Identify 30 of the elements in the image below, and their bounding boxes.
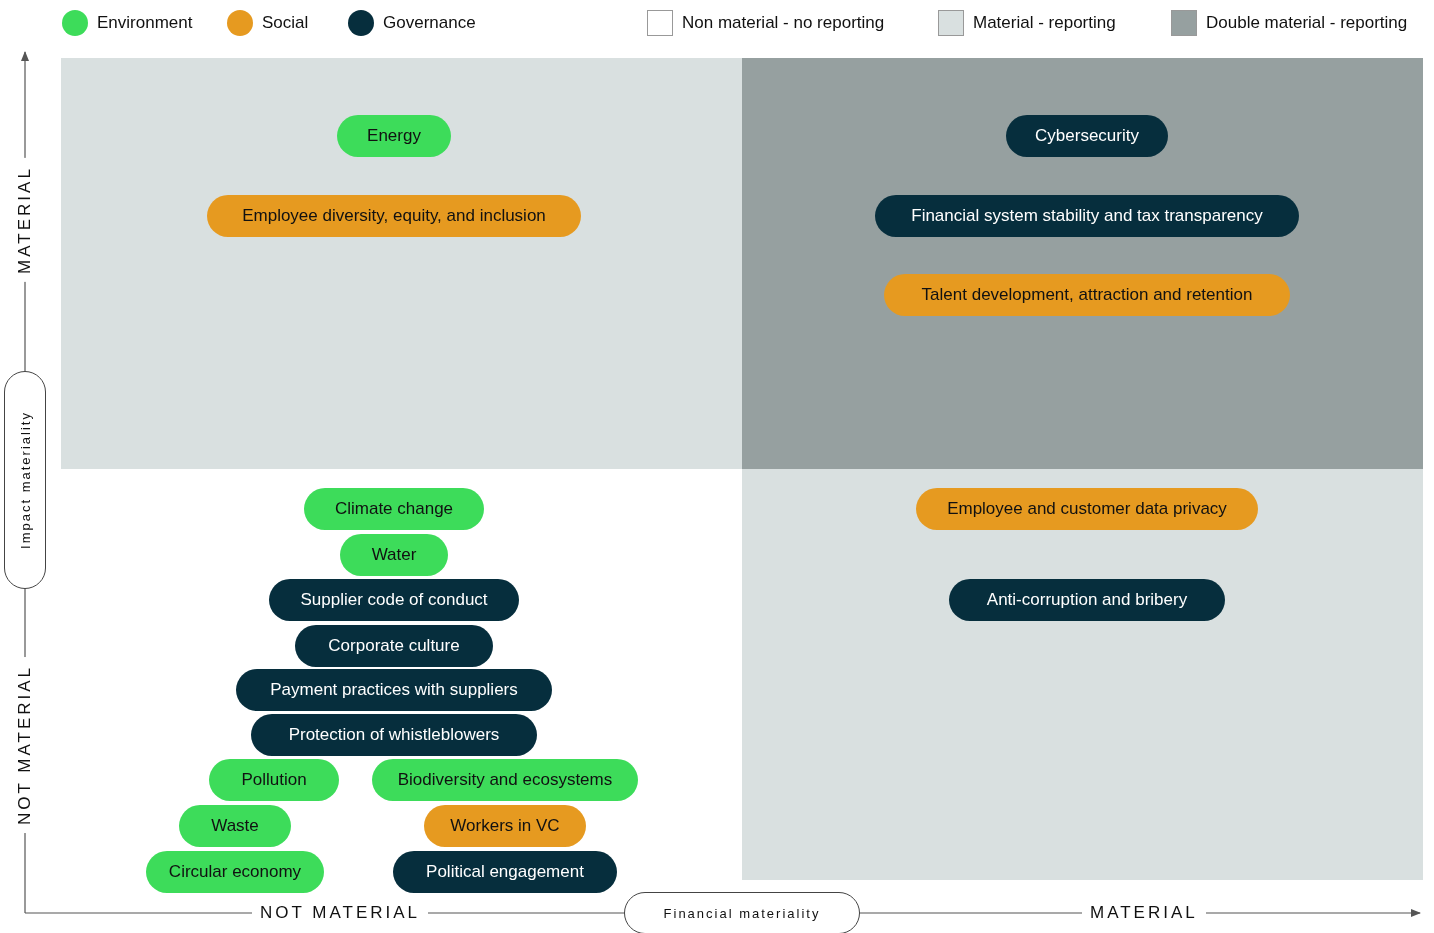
topic-pill: Supplier code of conduct [269,579,519,621]
topic-pill: Corporate culture [295,625,493,667]
topic-pill: Employee diversity, equity, and inclusion [207,195,581,237]
topic-pill: Energy [337,115,451,157]
axis-title: Impact materiality [4,371,46,589]
legend-label: Double material - reporting [1206,13,1408,33]
topic-pill: Payment practices with suppliers [236,669,552,711]
topic-pill: Circular economy [146,851,324,893]
topic-pill: Biodiversity and ecosystems [372,759,638,801]
topic-pill: Protection of whistleblowers [251,714,537,756]
axis-title: Financial materiality [624,892,860,933]
topic-pill: Climate change [304,488,484,530]
legend-label: Governance [383,13,476,33]
legend-label: Environment [97,13,193,33]
topic-pill: Employee and customer data privacy [916,488,1258,530]
quadrant-panel [742,469,1423,880]
legend-label: Material - reporting [973,13,1116,33]
legend-label: Social [262,13,309,33]
topic-pill: Talent development, attraction and retention [884,274,1290,316]
topic-pill: Pollution [209,759,339,801]
topic-pill: Political engagement [393,851,617,893]
quadrant-panel [61,58,742,469]
topic-pill: Financial system stability and tax transparency [875,195,1299,237]
legend-label: Non material - no reporting [682,13,885,33]
quadrant-panel [742,58,1423,469]
topic-pill: Workers in VC [424,805,586,847]
topic-pill: Water [340,534,448,576]
topic-pill: Cybersecurity [1006,115,1168,157]
topic-pill: Waste [179,805,291,847]
topic-pill: Anti-corruption and bribery [949,579,1225,621]
